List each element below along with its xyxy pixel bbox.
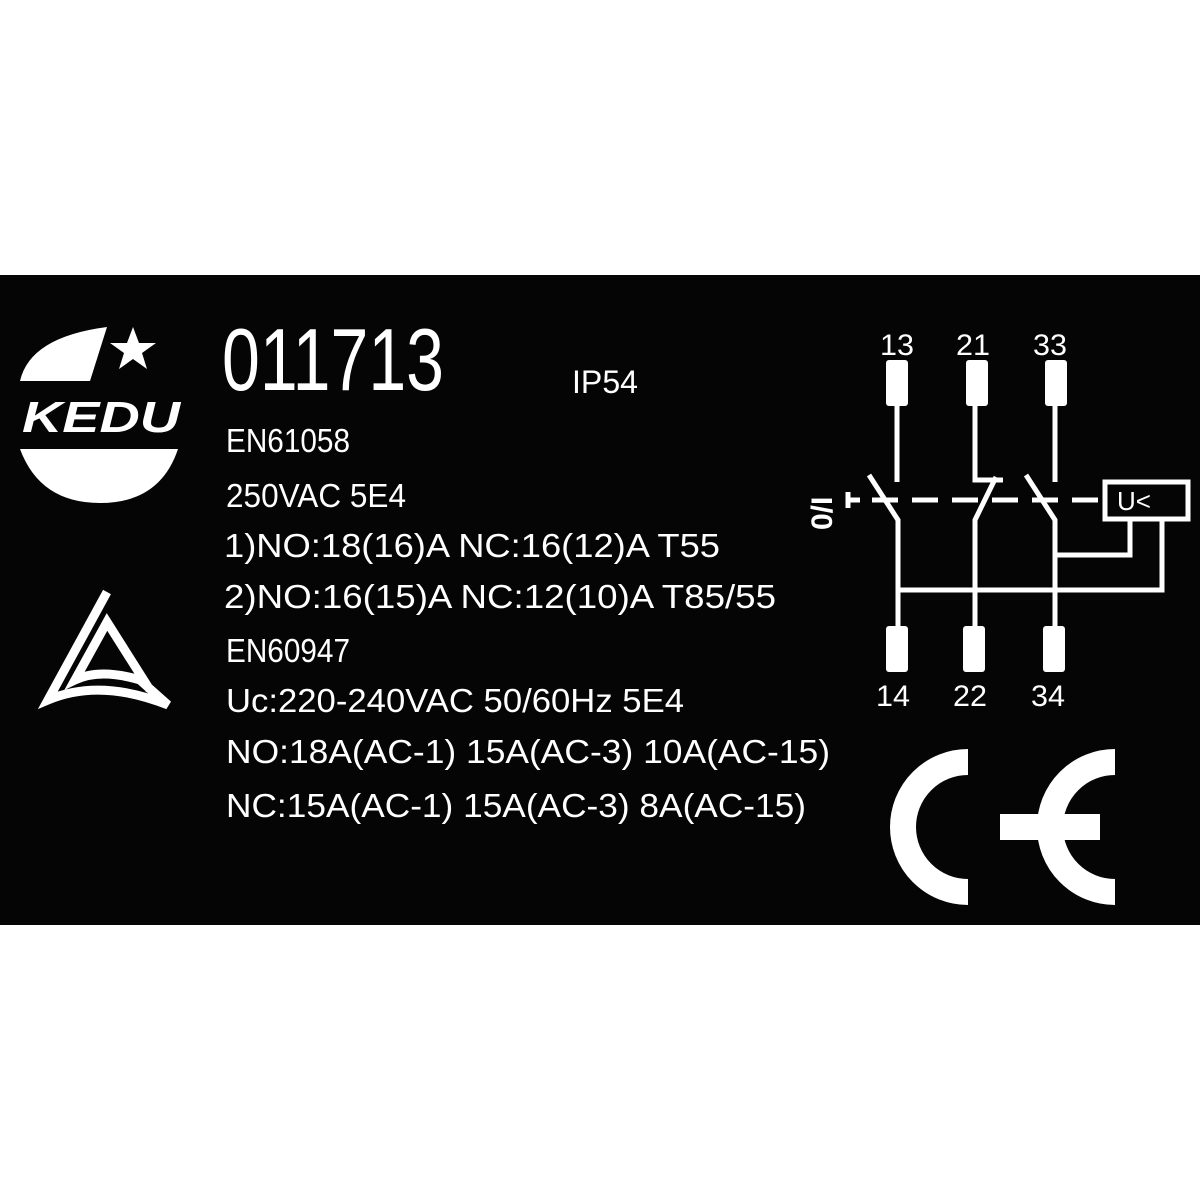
coil-label: U< bbox=[1117, 486, 1151, 516]
terminal-13-label: 13 bbox=[880, 329, 914, 362]
terminal-21-label: 21 bbox=[956, 329, 990, 362]
star-icon bbox=[110, 327, 156, 369]
rating-line-1: 1)NO:18(16)A NC:16(12)A T55 bbox=[224, 527, 720, 564]
actuator-label: 0/I bbox=[806, 497, 839, 530]
wiring-diagram: 13 21 33 14 22 34 U< 0/I bbox=[806, 329, 1191, 713]
terminal-22-label: 22 bbox=[953, 680, 987, 713]
terminal-34-label: 34 bbox=[1031, 680, 1065, 713]
ce-mark-icon bbox=[890, 749, 1116, 905]
kedu-logo: KEDU bbox=[20, 327, 182, 503]
coil-voltage: Uc:220-240VAC 50/60Hz 5E4 bbox=[226, 682, 684, 719]
standard-en61058: EN61058 bbox=[226, 422, 350, 459]
terminal-14-label: 14 bbox=[876, 680, 910, 713]
no-contact-rating: NO:18A(AC-1) 15A(AC-3) 10A(AC-15) bbox=[226, 733, 830, 770]
brand-name: KEDU bbox=[22, 393, 182, 442]
rating-250vac: 250VAC 5E4 bbox=[226, 477, 406, 514]
rating-line-2: 2)NO:16(15)A NC:12(10)A T85/55 bbox=[224, 578, 776, 615]
ip-rating: IP54 bbox=[572, 364, 638, 400]
nc-contact-rating: NC:15A(AC-1) 15A(AC-3) 8A(AC-15) bbox=[226, 787, 806, 824]
part-number: 011713 bbox=[222, 310, 444, 409]
standard-en60947: EN60947 bbox=[226, 632, 350, 669]
triangle-certification-icon bbox=[37, 589, 171, 710]
terminal-33-label: 33 bbox=[1033, 329, 1067, 362]
